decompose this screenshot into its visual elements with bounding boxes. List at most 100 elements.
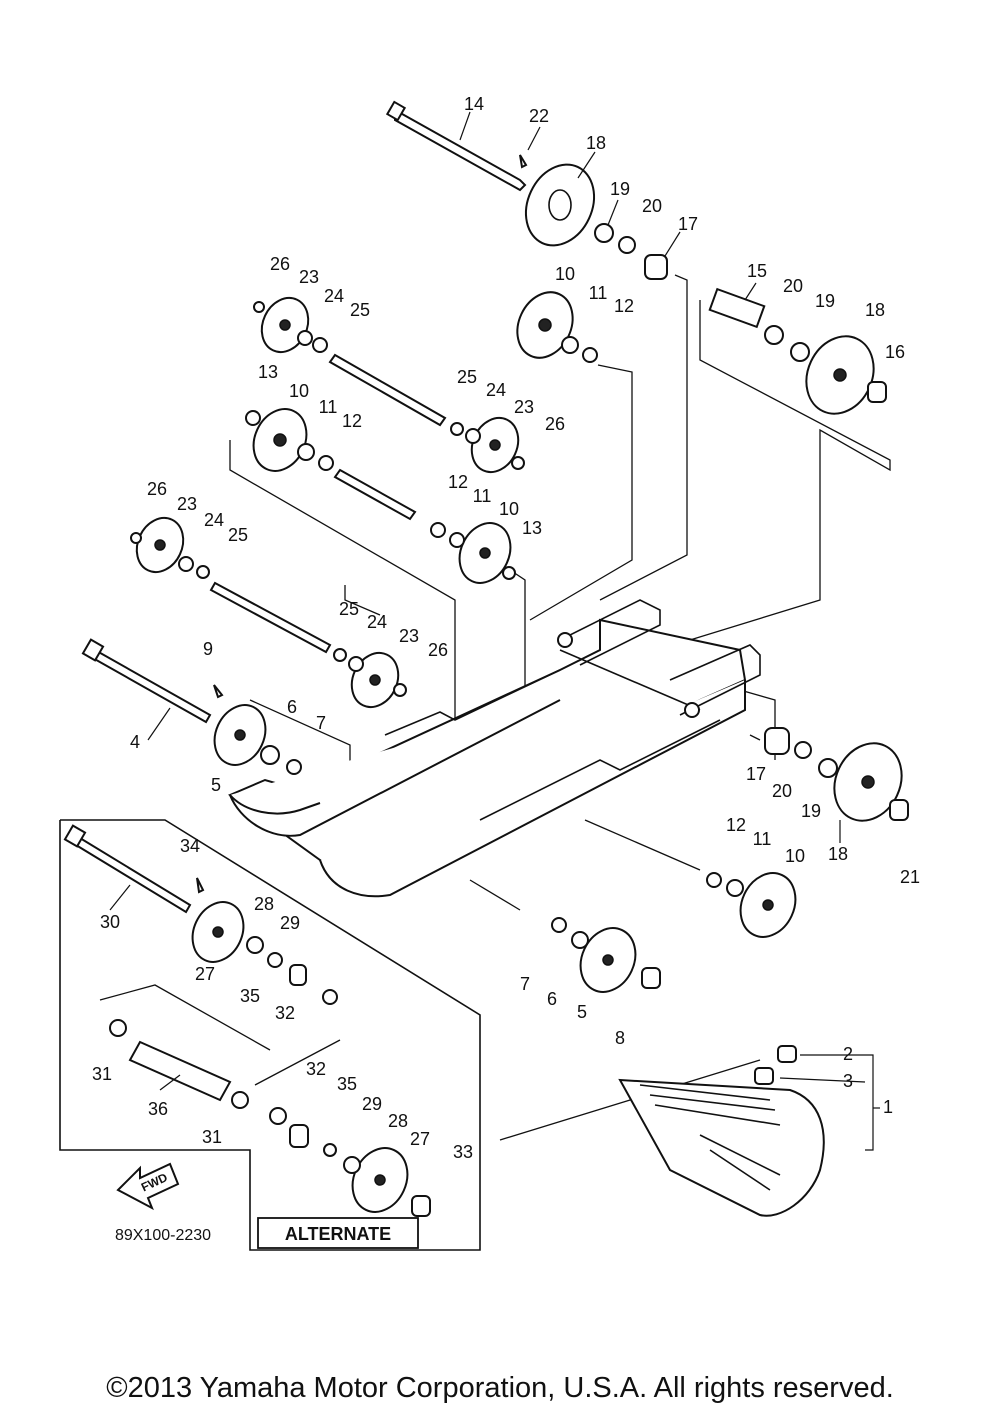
callout-20c: 20 xyxy=(772,781,792,801)
callout-13: 13 xyxy=(258,362,278,382)
callout-28b: 28 xyxy=(388,1111,408,1131)
assembly-guide-lines xyxy=(229,274,891,1141)
callout-17b: 17 xyxy=(746,764,766,784)
wheel-10-center xyxy=(458,522,512,584)
callout-10: 10 xyxy=(555,264,575,284)
leader-lines xyxy=(109,111,880,1151)
wheel-23-top xyxy=(260,296,310,354)
wheel-23-lower xyxy=(350,651,400,709)
callout-12c: 12 xyxy=(448,472,468,492)
wheel-18-upper xyxy=(524,163,596,247)
callout-35: 35 xyxy=(240,986,260,1006)
wheel-10-upper xyxy=(516,291,574,359)
wheel-23-mid xyxy=(470,416,520,474)
callout-24c: 24 xyxy=(204,510,224,530)
callout-11d: 11 xyxy=(753,829,772,849)
small-parts xyxy=(109,154,909,1217)
callout-7b: 7 xyxy=(520,974,530,994)
callout-12d: 12 xyxy=(726,815,746,835)
callout-36: 36 xyxy=(148,1099,168,1119)
wheel-18-lower-right xyxy=(833,742,903,822)
callout-26c: 26 xyxy=(147,479,167,499)
callout-18b: 18 xyxy=(865,300,885,320)
callout-22: 22 xyxy=(529,106,549,126)
callout-17: 17 xyxy=(678,214,698,234)
callout-26: 26 xyxy=(270,254,290,274)
wheel-27-alternate-top xyxy=(191,901,245,963)
callout-10b: 10 xyxy=(289,381,309,401)
callout-23c: 23 xyxy=(177,494,197,514)
callout-12b: 12 xyxy=(342,411,362,431)
callout-8: 8 xyxy=(615,1028,625,1048)
copyright-footer: ©2013 Yamaha Motor Corporation, U.S.A. A… xyxy=(106,1372,894,1404)
callout-12: 12 xyxy=(614,296,634,316)
callout-19: 19 xyxy=(610,179,630,199)
callout-11c: 11 xyxy=(473,486,492,506)
callout-25d: 25 xyxy=(339,599,359,619)
callout-15: 15 xyxy=(747,261,767,281)
callout-20: 20 xyxy=(642,196,662,216)
alternate-box xyxy=(59,819,481,1251)
callout-1: 1 xyxy=(883,1097,893,1117)
wheel-18-right xyxy=(805,335,875,415)
slide-rail-frame xyxy=(227,599,761,898)
callout-25b: 25 xyxy=(457,367,477,387)
callout-24d: 24 xyxy=(367,612,387,632)
callout-27: 27 xyxy=(195,964,215,984)
callout-6: 6 xyxy=(287,697,297,717)
wheel-10-mid-left xyxy=(252,408,308,472)
callout-18: 18 xyxy=(586,133,606,153)
callout-29: 29 xyxy=(280,913,300,933)
alternate-label: ALTERNATE xyxy=(285,1224,391,1244)
callout-7: 7 xyxy=(316,713,326,733)
callout-34: 34 xyxy=(180,836,200,856)
callout-29b: 29 xyxy=(362,1094,382,1114)
callout-35b: 35 xyxy=(337,1074,357,1094)
wheel-5-lower xyxy=(579,927,637,993)
callout-2: 2 xyxy=(843,1044,853,1064)
callout-27b: 27 xyxy=(410,1129,430,1149)
callout-25: 25 xyxy=(350,300,370,320)
callout-31b: 31 xyxy=(202,1127,222,1147)
callout-31: 31 xyxy=(92,1064,112,1084)
callout-10c: 10 xyxy=(499,499,519,519)
callout-26b: 26 xyxy=(545,414,565,434)
wheel-27-alternate-bottom xyxy=(351,1147,409,1213)
callout-19c: 19 xyxy=(801,801,821,821)
callout-5: 5 xyxy=(211,775,221,795)
callout-23b: 23 xyxy=(514,397,534,417)
callout-10d: 10 xyxy=(785,846,805,866)
callout-11b: 11 xyxy=(319,397,338,417)
wheels xyxy=(135,163,903,1213)
callout-14: 14 xyxy=(464,94,484,114)
callout-32: 32 xyxy=(275,1003,295,1023)
callout-23d: 23 xyxy=(399,626,419,646)
callout-33: 33 xyxy=(453,1142,473,1162)
callout-11: 11 xyxy=(589,283,608,303)
shafts xyxy=(63,100,790,1148)
wheel-5-left xyxy=(213,704,267,766)
callout-25c: 25 xyxy=(228,525,248,545)
callout-16: 16 xyxy=(885,342,905,362)
wheel-10-lower-right xyxy=(739,872,797,938)
callout-32b: 32 xyxy=(306,1059,326,1079)
callout-18c: 18 xyxy=(828,844,848,864)
callout-9: 9 xyxy=(203,639,213,659)
diagram-code: 89X100-2230 xyxy=(115,1227,211,1244)
callout-23: 23 xyxy=(299,267,319,287)
track-belt xyxy=(618,1045,825,1217)
callout-13b: 13 xyxy=(522,518,542,538)
callout-numbers: 14 22 18 19 20 17 15 20 19 18 16 26 23 2… xyxy=(92,94,920,1162)
callout-24b: 24 xyxy=(486,380,506,400)
callout-21: 21 xyxy=(900,867,920,887)
callout-24: 24 xyxy=(324,286,344,306)
callout-5b: 5 xyxy=(577,1002,587,1022)
callout-26d: 26 xyxy=(428,640,448,660)
callout-30: 30 xyxy=(100,912,120,932)
callout-20b: 20 xyxy=(783,276,803,296)
callout-28: 28 xyxy=(254,894,274,914)
callout-6b: 6 xyxy=(547,989,557,1009)
callout-4: 4 xyxy=(130,732,140,752)
callout-3: 3 xyxy=(843,1071,853,1091)
